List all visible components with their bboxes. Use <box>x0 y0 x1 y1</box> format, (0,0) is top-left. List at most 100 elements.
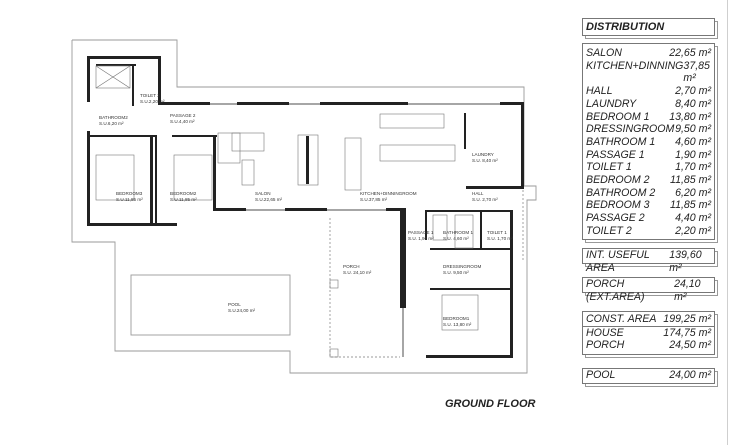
room-area: S.U. 13,80 m² <box>443 322 472 327</box>
label: BATHROOM 1 <box>586 135 656 148</box>
pool-outline <box>130 274 291 336</box>
value: 199,25 m² <box>663 313 711 325</box>
distribution-row: LAUNDRY 8,40 m² <box>586 98 711 111</box>
value: 6,20 m² <box>675 186 711 199</box>
label: KITCHEN+DINNING <box>586 59 684 72</box>
distribution-row: BATHROOM 1 4,60 m² <box>586 136 711 149</box>
porch-ext-area: PORCH (EXT.AREA) 24,10 m² <box>582 277 715 303</box>
room-area: S.U.37,85 m² <box>360 197 388 202</box>
label: INT. USEFUL AREA <box>586 249 650 274</box>
value: 11,85 m² <box>669 174 711 187</box>
value: 24,50 m² <box>669 339 711 352</box>
value: 4,60 m² <box>675 135 711 148</box>
label: TOILET 2 <box>586 224 632 237</box>
value: 24,10 m² <box>674 278 701 303</box>
distribution-row: BEDROOM 3 11,85 m² <box>586 199 711 212</box>
label: PASSAGE 2 <box>586 212 645 225</box>
distribution-row: BATHROOM 2 6,20 m² <box>586 187 711 200</box>
value: 174,75 m² <box>663 326 711 339</box>
value: 2,70 m² <box>675 85 711 98</box>
distribution-row: HALL 2,70 m² <box>586 85 711 98</box>
room-area: S.U. 1,90 m² <box>408 236 434 241</box>
porch-outline <box>329 218 400 358</box>
label: BEDROOM 1 <box>586 110 650 123</box>
room-area: S.U. 2,70 m² <box>472 197 498 202</box>
label: HOUSE <box>586 326 624 339</box>
plan-title: GROUND FLOOR <box>445 398 536 410</box>
porch-column <box>329 279 339 289</box>
label: LAUNDRY <box>586 97 637 110</box>
label: HALL <box>586 85 613 98</box>
label: PASSAGE 1 <box>586 148 645 161</box>
room-name: PASSAGE 2 <box>170 113 196 118</box>
room-name: BEDROOM2 <box>170 191 197 196</box>
room-name: POOL <box>228 302 241 307</box>
room-name: TOILET 2 <box>140 93 160 98</box>
label: BATHROOM 2 <box>586 186 656 199</box>
room-area: S.U.6,20 m² <box>99 121 124 126</box>
room-area: S.U.24,00 m² <box>228 308 256 313</box>
separator <box>583 325 714 327</box>
room-name: TOILET 1 <box>487 230 507 235</box>
room-name: SALON <box>255 191 271 196</box>
room-name: BATHROOM2 <box>99 115 128 120</box>
label: POOL <box>586 369 616 381</box>
distribution-row: PASSAGE 2 4,40 m² <box>586 212 711 225</box>
value: 11,85 m² <box>669 199 711 212</box>
label: BEDROOM 2 <box>586 174 650 187</box>
value: 4,40 m² <box>675 212 711 225</box>
label: SALON <box>586 47 622 59</box>
distribution-row: TOILET 1 1,70 m² <box>586 161 711 174</box>
label: PORCH (EXT.AREA) <box>586 278 645 303</box>
room-area: S.U. 9,50 m² <box>443 270 469 275</box>
label: BEDROOM 3 <box>586 199 650 212</box>
room-name: HALL <box>472 191 484 196</box>
room-name: BEDROOM3 <box>116 191 143 196</box>
value: 8,40 m² <box>675 97 711 110</box>
int-useful-area: INT. USEFUL AREA 139,60 m² <box>582 248 715 274</box>
value: 139,60 m² <box>669 249 702 274</box>
room-name: LAUNDRY <box>472 152 494 157</box>
label: PORCH <box>586 339 625 352</box>
room-area: S.U. 24,10 m² <box>343 270 372 275</box>
room-area: S.U.11,85 m² <box>116 197 143 202</box>
distribution-row: TOILET 2 2,20 m² <box>586 225 711 238</box>
plot-outline <box>71 39 537 374</box>
room-area: S.U. 4,60 m² <box>443 236 469 241</box>
label: TOILET 1 <box>586 161 632 174</box>
distribution-row: PASSAGE 1 1,90 m² <box>586 149 711 162</box>
room-labels: BATHROOM2 S.U.6,20 m² TOILET 2 S.U.2,20 … <box>99 93 513 327</box>
pool-area: POOL 24,00 m² <box>582 368 715 384</box>
distribution-row: SALON 22,65 m² <box>586 47 711 60</box>
walls <box>87 56 524 358</box>
value: 1,70 m² <box>675 161 711 174</box>
porch-column <box>329 348 339 358</box>
furniture <box>95 65 479 331</box>
room-name: KITCHEN+DINNINGROOM <box>360 191 417 196</box>
divider <box>727 0 728 445</box>
const-area: CONST. AREA 199,25 m² HOUSE 174,75 m² PORC… <box>582 311 715 355</box>
room-area: S.U.11,85 m² <box>170 197 197 202</box>
room-name: BATHROOM 1 <box>443 230 473 235</box>
value: 9,50 m² <box>675 123 711 136</box>
room-area: S.U.2,20 m² <box>140 99 165 104</box>
room-name: PASSAGE 1 <box>408 230 434 235</box>
distribution-row: BEDROOM 1 13,80 m² <box>586 111 711 124</box>
room-name: DRESSINGROOM <box>443 264 481 269</box>
distribution-row: BEDROOM 2 11,85 m² <box>586 174 711 187</box>
room-area: S.U.4,40 m² <box>170 119 195 124</box>
value: 37,85 m² <box>683 59 710 85</box>
distribution-header: DISTRIBUTION <box>582 18 715 36</box>
value: 1,90 m² <box>675 148 711 161</box>
room-name: BEDROOM1 <box>443 316 470 321</box>
value: 22,65 m² <box>669 47 711 59</box>
value: 24,00 m² <box>669 369 711 381</box>
windows <box>210 103 500 357</box>
label: CONST. AREA <box>586 313 657 325</box>
value: 2,20 m² <box>675 224 711 237</box>
room-area: S.U. 8,40 m² <box>472 158 498 163</box>
value: 13,80 m² <box>669 110 711 123</box>
